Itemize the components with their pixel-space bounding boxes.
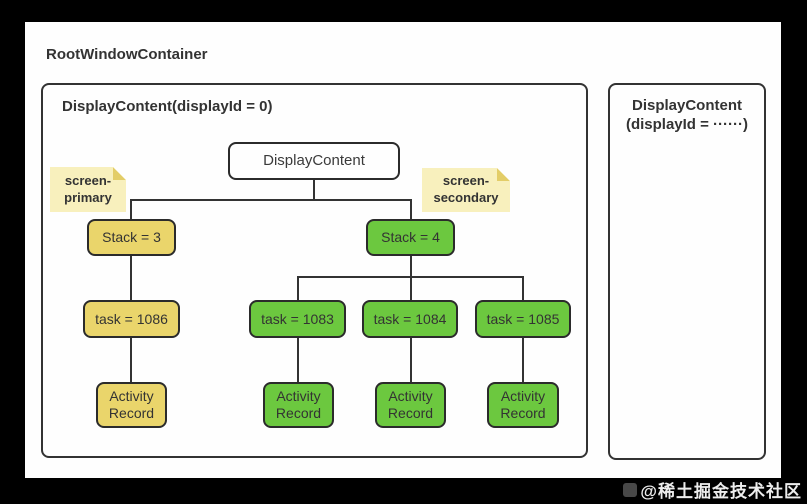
root-window-container-label: RootWindowContainer [46, 46, 208, 63]
tree-node-activity-record-4: Activity Record [487, 382, 559, 428]
tree-node-task-1083: task = 1083 [249, 300, 346, 338]
activity-record-line1: Activity [109, 388, 154, 405]
tree-node-task-1086-label: task = 1086 [95, 310, 168, 327]
display-content-other-title-line1: DisplayContent [631, 97, 742, 114]
tree-node-activity-record-2: Activity Record [263, 382, 334, 428]
tree-node-task-1083-label: task = 1083 [261, 310, 334, 327]
tree-node-task-1084: task = 1084 [362, 300, 458, 338]
note-screen-secondary: screen- secondary [422, 168, 510, 212]
diagram-canvas: RootWindowContainer DisplayContent(displ… [25, 22, 781, 478]
tree-node-display-content: DisplayContent [228, 142, 400, 180]
tree-node-task-1085-label: task = 1085 [486, 310, 560, 327]
activity-record-line1: Activity [388, 388, 433, 405]
tree-node-stack-4-label: Stack = 4 [381, 229, 440, 246]
tree-node-stack-4: Stack = 4 [366, 219, 455, 256]
tree-node-stack-3: Stack = 3 [87, 219, 176, 256]
watermark-text: @稀土掘金技术社区 [640, 482, 802, 501]
display-content-other-title-line2: (displayId = ······) [625, 115, 749, 133]
note-screen-primary-line2: primary [64, 189, 112, 205]
activity-record-line2: Record [108, 405, 155, 421]
tree-node-activity-record-3: Activity Record [375, 382, 446, 428]
activity-record-line2: Record [275, 405, 322, 421]
note-screen-secondary-line1: screen- [442, 173, 490, 189]
activity-record-line1: Activity [276, 388, 321, 405]
display-content-other-title: DisplayContent (displayId = ······) [608, 97, 766, 135]
tree-node-activity-record-1: Activity Record [96, 382, 167, 428]
watermark: @稀土掘金技术社区 [623, 477, 802, 502]
connector-task1083-ar [297, 338, 299, 382]
activity-record-line2: Record [500, 405, 546, 421]
note-screen-primary: screen- primary [50, 167, 126, 212]
juejin-logo-icon [623, 482, 638, 497]
tree-node-task-1084-label: task = 1084 [373, 310, 447, 327]
tree-node-task-1086: task = 1086 [83, 300, 180, 338]
connector-task1086-ar [130, 338, 132, 382]
display-content-0-title: DisplayContent(displayId = 0) [62, 98, 273, 115]
connector-task1084-ar [410, 338, 412, 382]
note-screen-primary-line1: screen- [64, 172, 112, 188]
connector-stack3-drop [130, 199, 132, 219]
display-content-other-frame [608, 83, 766, 460]
connector-task1084-drop [410, 276, 412, 300]
tree-node-display-content-label: DisplayContent [263, 152, 365, 169]
activity-record-line1: Activity [500, 388, 546, 405]
connector-task1085-ar [522, 338, 524, 382]
tree-node-stack-3-label: Stack = 3 [102, 229, 161, 246]
connector-task1083-drop [297, 276, 299, 300]
connector-stack3-task [130, 255, 132, 300]
connector-task1085-drop [522, 276, 524, 300]
connector-stacks-horizontal [130, 199, 412, 201]
tree-node-task-1085: task = 1085 [475, 300, 571, 338]
connector-root-down [313, 180, 315, 200]
connector-stack4-drop [410, 199, 412, 219]
note-screen-secondary-line2: secondary [433, 190, 499, 205]
connector-stack4-down [410, 255, 412, 276]
activity-record-line2: Record [387, 405, 434, 421]
